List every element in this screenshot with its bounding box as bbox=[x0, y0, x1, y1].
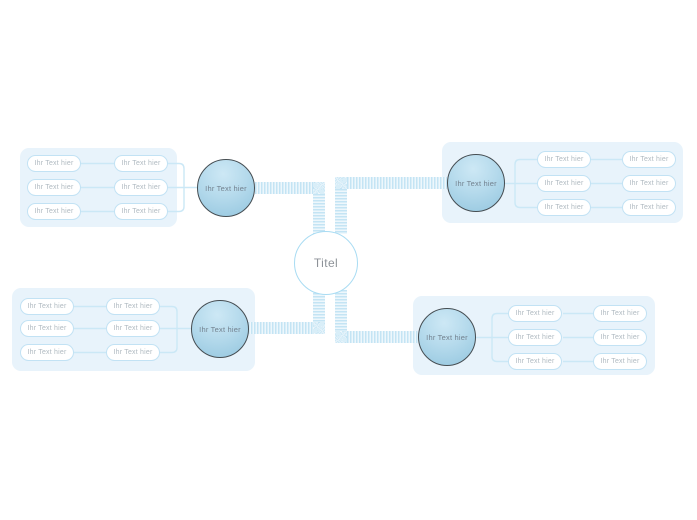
subtopic-pill[interactable]: Ihr Text hier bbox=[508, 353, 562, 370]
subtopic-pill[interactable]: Ihr Text hier bbox=[537, 199, 591, 216]
ribbon-bottom-left-vertical bbox=[313, 290, 325, 322]
ribbon-top-left-vertical bbox=[313, 194, 325, 234]
central-topic[interactable]: Titel bbox=[294, 231, 358, 295]
subtopic-pill[interactable]: Ihr Text hier bbox=[622, 199, 676, 216]
subtopic-pill[interactable]: Ihr Text hier bbox=[593, 305, 647, 322]
subtopic-pill[interactable]: Ihr Text hier bbox=[106, 320, 160, 337]
subtopic-pill[interactable]: Ihr Text hier bbox=[508, 329, 562, 346]
main-topic-bottom-left[interactable]: Ihr Text hier bbox=[191, 300, 249, 358]
subtopic-pill[interactable]: Ihr Text hier bbox=[27, 155, 81, 172]
subtopic-pill[interactable]: Ihr Text hier bbox=[106, 344, 160, 361]
subtopic-pill[interactable]: Ihr Text hier bbox=[114, 155, 168, 172]
subtopic-pill[interactable]: Ihr Text hier bbox=[20, 298, 74, 315]
ribbon-top-left-horizontal bbox=[255, 182, 313, 194]
subtopic-pill[interactable]: Ihr Text hier bbox=[106, 298, 160, 315]
subtopic-pill[interactable]: Ihr Text hier bbox=[20, 320, 74, 337]
subtopic-pill[interactable]: Ihr Text hier bbox=[114, 179, 168, 196]
subtopic-pill[interactable]: Ihr Text hier bbox=[593, 353, 647, 370]
main-topic-top-right[interactable]: Ihr Text hier bbox=[447, 154, 505, 212]
ribbon-corner-top-right bbox=[335, 177, 347, 189]
ribbon-top-right-horizontal bbox=[347, 177, 447, 189]
subtopic-pill[interactable]: Ihr Text hier bbox=[20, 344, 74, 361]
ribbon-bottom-right-vertical bbox=[335, 290, 347, 331]
subtopic-pill[interactable]: Ihr Text hier bbox=[114, 203, 168, 220]
subtopic-pill[interactable]: Ihr Text hier bbox=[27, 203, 81, 220]
subtopic-pill[interactable]: Ihr Text hier bbox=[27, 179, 81, 196]
ribbon-corner-bottom-right bbox=[335, 331, 347, 343]
subtopic-pill[interactable]: Ihr Text hier bbox=[508, 305, 562, 322]
main-topic-bottom-right[interactable]: Ihr Text hier bbox=[418, 308, 476, 366]
subtopic-pill[interactable]: Ihr Text hier bbox=[622, 175, 676, 192]
subtopic-pill[interactable]: Ihr Text hier bbox=[537, 175, 591, 192]
subtopic-pill[interactable]: Ihr Text hier bbox=[593, 329, 647, 346]
subtopic-pill[interactable]: Ihr Text hier bbox=[537, 151, 591, 168]
ribbon-top-right-vertical bbox=[335, 189, 347, 234]
ribbon-bottom-right-horizontal bbox=[347, 331, 418, 343]
ribbon-corner-bottom-left bbox=[313, 322, 325, 334]
main-topic-top-left[interactable]: Ihr Text hier bbox=[197, 159, 255, 217]
ribbon-bottom-left-horizontal bbox=[248, 322, 313, 334]
subtopic-pill[interactable]: Ihr Text hier bbox=[622, 151, 676, 168]
ribbon-corner-top-left bbox=[313, 182, 325, 194]
